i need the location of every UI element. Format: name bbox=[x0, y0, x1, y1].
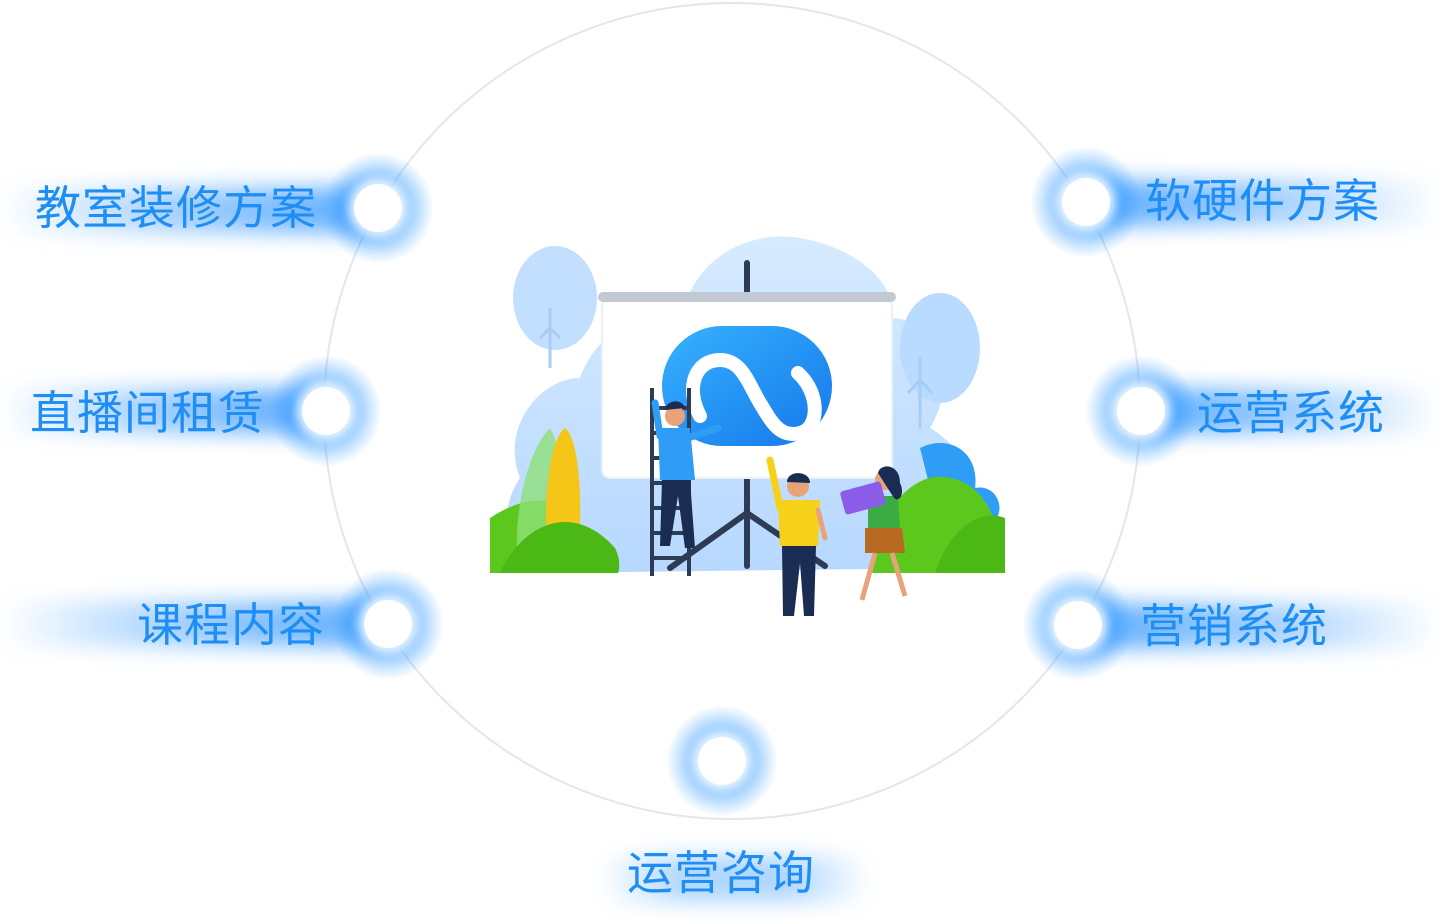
person-yellow-shirt bbox=[766, 456, 828, 616]
node-live-room[interactable] bbox=[302, 387, 350, 435]
node-ops-system[interactable] bbox=[1117, 387, 1165, 435]
presentation-board-illustration bbox=[490, 236, 1005, 616]
label-marketing[interactable]: 营销系统 bbox=[1140, 599, 1328, 653]
node-hardware[interactable] bbox=[1062, 178, 1110, 226]
node-marketing[interactable] bbox=[1054, 601, 1102, 649]
label-consulting[interactable]: 运营咨询 bbox=[627, 846, 815, 900]
node-course[interactable] bbox=[364, 600, 412, 648]
label-ops-system[interactable]: 运营系统 bbox=[1197, 386, 1385, 440]
brand-logo-icon bbox=[662, 326, 832, 446]
label-live-room[interactable]: 直播间租赁 bbox=[30, 386, 265, 440]
label-course[interactable]: 课程内容 bbox=[137, 598, 325, 652]
label-hardware[interactable]: 软硬件方案 bbox=[1145, 174, 1380, 228]
person-on-ladder bbox=[651, 399, 722, 548]
node-consulting[interactable] bbox=[698, 737, 746, 785]
label-classroom[interactable]: 教室装修方案 bbox=[35, 181, 317, 235]
person-with-box bbox=[840, 466, 908, 601]
node-classroom[interactable] bbox=[354, 184, 402, 232]
plants-left bbox=[490, 428, 620, 573]
